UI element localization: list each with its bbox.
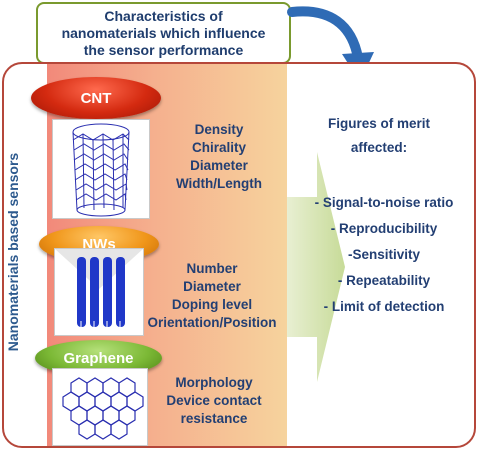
fom-heading-line-1: Figures of merit bbox=[327, 116, 430, 131]
fom-item-reproducibility: - Reproducibility bbox=[330, 221, 438, 236]
right-arrow-icon bbox=[287, 152, 345, 382]
graphene-prop-2: Device contact bbox=[166, 393, 262, 408]
nws-image bbox=[54, 248, 144, 336]
cnt-pill: CNT bbox=[31, 77, 161, 119]
nws-properties: Number Diameter Doping level Orientation… bbox=[122, 260, 302, 332]
nws-prop-2: Diameter bbox=[183, 279, 241, 294]
fom-item-repeatability: - Repeatability bbox=[337, 273, 431, 288]
graphene-image bbox=[52, 368, 148, 446]
cnt-prop-2: Chirality bbox=[191, 140, 246, 155]
title-line-3: the sensor performance bbox=[83, 41, 244, 58]
nws-prop-4: Orientation/Position bbox=[147, 315, 277, 330]
nws-prop-1: Number bbox=[186, 261, 238, 276]
cnt-image bbox=[52, 119, 150, 219]
graphene-prop-1: Morphology bbox=[175, 375, 253, 390]
fom-item-signal-to-noise: - Signal-to-noise ratio bbox=[314, 195, 454, 210]
figures-of-merit-list: - Signal-to-noise ratio - Reproducibilit… bbox=[299, 190, 469, 320]
title-box: Characteristics of nanomaterials which i… bbox=[36, 2, 291, 64]
cnt-prop-4: Width/Length bbox=[175, 176, 263, 191]
nws-prop-3: Doping level bbox=[171, 297, 253, 312]
fom-item-limit-of-detection: - Limit of detection bbox=[323, 299, 445, 314]
nanowires-icon bbox=[55, 249, 143, 327]
graphene-prop-3: resistance bbox=[180, 411, 248, 426]
main-frame: Nanomaterials based sensors CNT Density … bbox=[2, 62, 476, 448]
figures-of-merit-heading: Figures of merit affected: bbox=[304, 112, 454, 160]
graphene-properties: Morphology Device contact resistance bbox=[154, 374, 274, 428]
title-line-1: Characteristics of bbox=[104, 7, 223, 24]
cnt-prop-1: Density bbox=[194, 122, 244, 137]
fom-heading-line-2: affected: bbox=[350, 140, 408, 155]
fom-item-sensitivity: -Sensitivity bbox=[347, 247, 421, 262]
nanotube-icon bbox=[72, 123, 130, 217]
cnt-prop-3: Diameter bbox=[190, 158, 248, 173]
title-line-2: nanomaterials which influence bbox=[61, 24, 266, 41]
graphene-lattice-icon bbox=[62, 377, 144, 440]
cnt-properties: Density Chirality Diameter Width/Length bbox=[164, 121, 274, 193]
side-label: Nanomaterials based sensors bbox=[5, 152, 21, 352]
